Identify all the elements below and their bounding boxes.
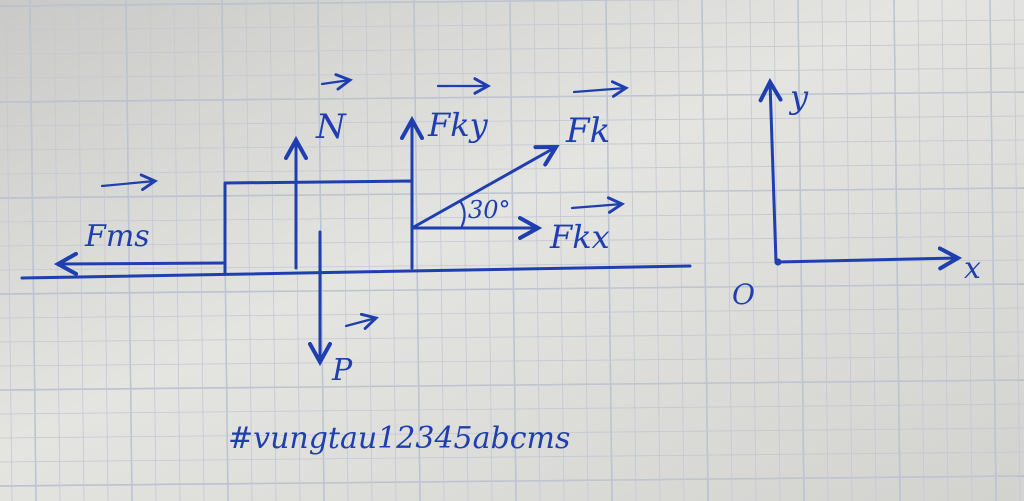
grid-line-minor (581, 0, 589, 501)
grid-line-minor (461, 0, 469, 501)
block (223, 179, 414, 275)
watermark-text: #vungtau12345abcms (228, 421, 570, 456)
grid-line-minor (0, 379, 1024, 391)
pull-force-vector-sign (572, 88, 626, 92)
grid-line-minor (0, 451, 1024, 463)
grid-line-minor (149, 0, 157, 501)
grid-line-minor (101, 0, 109, 501)
x-axis (776, 258, 958, 262)
grid-line-minor (0, 139, 1024, 151)
grid-line-minor (0, 211, 1024, 223)
angle-arc (458, 199, 466, 228)
y-axis-label: y (788, 78, 809, 116)
grid-line-minor (629, 0, 637, 501)
grid-line-minor (677, 0, 685, 501)
grid-line-minor (173, 0, 181, 501)
grid-line-minor (269, 0, 277, 501)
origin-label: O (732, 278, 755, 311)
grid-line-minor (845, 0, 853, 501)
weight-label: P (331, 353, 353, 388)
grid-line-minor (797, 0, 805, 501)
grid-line-minor (0, 427, 1024, 439)
grid-line-minor (0, 163, 1024, 175)
grid-line-minor (965, 0, 973, 501)
grid-line-minor (509, 0, 517, 501)
grid-line-minor (0, 475, 1024, 487)
grid-line-minor (821, 0, 829, 501)
grid-line-minor (125, 0, 133, 501)
grid-line-minor (389, 0, 397, 501)
grid-line-minor (197, 0, 205, 501)
friction-force-arrow (58, 263, 227, 264)
pull-force-x-label: Fkx (549, 218, 610, 256)
pull-force-label: Fk (565, 111, 610, 151)
grid-line-minor (605, 0, 613, 501)
friction-vector-sign (100, 181, 155, 186)
pull-force-x-vector-sign (570, 204, 622, 208)
grid-line-minor (0, 403, 1024, 415)
grid-line-minor (0, 43, 1024, 55)
grid-line-minor (0, 307, 1024, 319)
grid-line-minor (701, 0, 709, 501)
grid-line-minor (0, 331, 1024, 343)
friction-force-label: Fms (84, 219, 150, 254)
grid-line-minor (437, 0, 445, 501)
pull-force-arrow (410, 147, 556, 230)
grid-line-minor (0, 19, 1024, 31)
normal-force-label: N (315, 107, 347, 147)
angle-label: 30° (468, 196, 511, 224)
grid-line-minor (0, 115, 1024, 127)
grid-line-minor (53, 0, 61, 501)
grid-line-minor (869, 0, 877, 501)
grid-line-minor (0, 355, 1024, 367)
grid-line-minor (0, 91, 1024, 103)
grid-line-minor (365, 0, 373, 501)
grid-line-minor (557, 0, 565, 501)
origin-point (774, 258, 782, 266)
grid-line-minor (653, 0, 661, 501)
grid-line-minor (0, 0, 656, 7)
grid-line-minor (989, 0, 997, 501)
ground-line (20, 264, 692, 280)
grid-line-minor (749, 0, 757, 501)
x-axis-label: x (964, 251, 981, 286)
weight-vector-sign (344, 318, 376, 326)
grid-line-minor (725, 0, 733, 501)
grid-line-minor (77, 0, 85, 501)
grid-line-minor (29, 0, 37, 501)
grid-line-minor (0, 235, 1024, 247)
grid-line-minor (917, 0, 925, 501)
y-axis (770, 82, 776, 264)
grid-line-minor (5, 0, 13, 501)
pull-force-y-label: Fky (427, 106, 489, 144)
grid-line-minor (0, 187, 1024, 199)
normal-vector-sign (320, 80, 350, 84)
grid-line-minor (533, 0, 541, 501)
grid-line-minor (0, 67, 1024, 79)
grid-line-minor (1013, 0, 1021, 501)
grid-line-minor (245, 0, 253, 501)
grid-line-minor (0, 283, 1024, 295)
grid-line-minor (893, 0, 901, 501)
grid-line-minor (413, 0, 421, 501)
